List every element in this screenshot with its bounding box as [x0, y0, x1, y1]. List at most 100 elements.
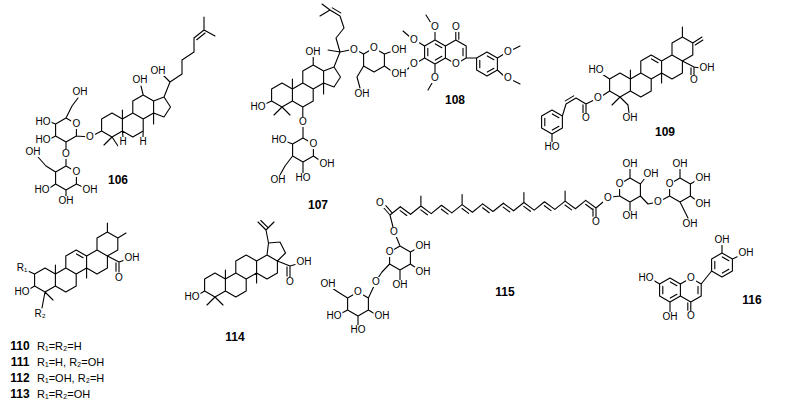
atom-label: O: [72, 119, 82, 129]
atom-label: OH: [124, 253, 141, 263]
compound-number: 106: [107, 174, 129, 186]
atom-label: OH: [391, 69, 408, 79]
atom-label: OH: [354, 89, 371, 99]
compound-number: 114: [224, 331, 245, 343]
atom-label: HO: [35, 117, 52, 127]
atom-label: OH: [695, 173, 712, 183]
atom-label: O: [285, 277, 295, 287]
substituent-note: R₁=OH, R₂=H: [36, 373, 105, 384]
atom-label: OH: [320, 279, 337, 289]
atom-label: OH: [72, 87, 89, 97]
atom-label: O: [615, 179, 625, 189]
atom-label: HO: [14, 287, 31, 297]
atom-label: R₂: [33, 309, 46, 319]
atom-label: O: [389, 227, 399, 237]
atom-label: O: [451, 59, 461, 69]
atom-label: OH: [374, 311, 391, 321]
compound-number: 109: [654, 126, 676, 138]
atom-label: O: [409, 35, 419, 45]
atom-label: O: [371, 277, 381, 287]
atom-label: OH: [392, 280, 409, 290]
compound-number: 112: [9, 372, 30, 384]
atom-label: O: [603, 193, 613, 203]
compound-number: 115: [494, 286, 515, 298]
atom-label: O: [665, 179, 675, 189]
atom-label: O: [409, 59, 419, 69]
substituent-note: R₁=R₂=OH: [36, 389, 91, 400]
compound-number: 107: [307, 199, 329, 211]
atom-label: HO: [184, 292, 201, 302]
atom-label: R₁: [16, 263, 29, 273]
atom-label: O: [593, 93, 603, 103]
atom-label: OH: [296, 257, 313, 267]
atom-label: O: [375, 198, 385, 208]
atom-label: O: [298, 117, 308, 127]
atom-label: OH: [132, 75, 149, 85]
chemical-bonds: [28, 4, 739, 325]
atom-label: O: [369, 43, 379, 53]
substituent-note: R₁=R₂=H: [36, 341, 83, 352]
atom-label: O: [72, 167, 82, 177]
atom-label: O: [451, 22, 461, 32]
atom-label: HO: [350, 325, 367, 335]
atom-label: OH: [25, 147, 42, 157]
atom-label: OH: [150, 66, 167, 76]
atom-label: OH: [622, 211, 639, 221]
atom-label: O: [686, 311, 696, 321]
atom-label: HO: [588, 65, 605, 75]
atom-label: O: [581, 113, 591, 123]
atom-label: OH: [699, 63, 716, 73]
atom-label: O: [353, 287, 363, 297]
atom-label: O: [430, 73, 440, 83]
compound-number: 111: [10, 356, 31, 368]
atom-label: OH: [682, 219, 699, 229]
atom-label: OH: [643, 169, 660, 179]
atom-label: OH: [82, 185, 99, 195]
atom-label: OH: [391, 45, 408, 55]
compound-number: 108: [444, 94, 466, 106]
atom-label: O: [503, 73, 513, 83]
compound-number: 110: [9, 340, 30, 352]
atom-label: O: [309, 139, 319, 149]
atom-label: OH: [270, 175, 287, 185]
atom-label: HO: [271, 135, 288, 145]
atom-label: OH: [415, 267, 432, 277]
atom-label: OH: [695, 199, 712, 209]
atom-label: OH: [622, 113, 639, 123]
atom-label: O: [503, 47, 513, 57]
atom-label: H: [138, 137, 147, 147]
atom-label: HO: [35, 135, 52, 145]
atom-label: OH: [714, 235, 731, 245]
atom-label: O: [686, 273, 696, 283]
atom-label: O: [591, 217, 601, 227]
substituent-note: R₁=H, R₂=OH: [36, 357, 105, 368]
atom-label: HO: [295, 173, 312, 183]
atom-label: O: [689, 75, 699, 85]
atom-label: O: [653, 197, 663, 207]
compound-number: 113: [9, 388, 30, 400]
atom-label: HO: [544, 142, 561, 152]
atom-label: OH: [622, 159, 639, 169]
atom-label: O: [430, 22, 440, 32]
atom-label: O: [114, 273, 124, 283]
atom-label: HO: [250, 102, 267, 112]
compound-number: 116: [741, 294, 762, 306]
atom-label: O: [85, 132, 95, 142]
atom-label: O: [349, 45, 359, 55]
atom-label: OH: [662, 312, 679, 322]
atom-label: O: [385, 247, 395, 257]
atom-label: OH: [738, 248, 755, 258]
atom-label: OH: [319, 159, 336, 169]
atom-label: OH: [58, 196, 75, 206]
atom-label: H: [118, 137, 127, 147]
atom-label: HO: [638, 273, 655, 283]
atom-label: HO: [326, 311, 343, 321]
atom-label: OH: [305, 47, 322, 57]
atom-label: HO: [34, 185, 51, 195]
atom-label: O: [61, 149, 71, 159]
atom-label: OH: [672, 159, 689, 169]
atom-label: OH: [415, 241, 432, 251]
